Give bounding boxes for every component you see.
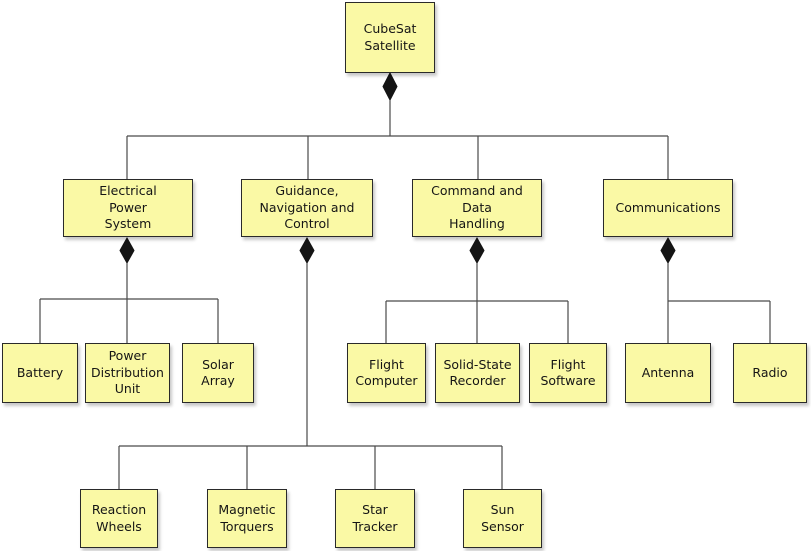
composition-link-gnc (118, 236, 503, 489)
composition-diamond (299, 236, 315, 265)
node-communications[interactable]: Communications (603, 179, 733, 237)
composition-diamond (469, 236, 485, 265)
composition-link-eps (39, 236, 219, 343)
node-battery[interactable]: Battery (2, 343, 78, 403)
composition-link-cubesat (126, 71, 669, 179)
node-reaction-wheels[interactable]: Reaction Wheels (80, 489, 158, 548)
node-command-data-handling[interactable]: Command and Data Handling (412, 179, 542, 237)
node-flight-computer[interactable]: Flight Computer (347, 343, 426, 403)
node-radio[interactable]: Radio (733, 343, 807, 403)
node-magnetic-torquers[interactable]: Magnetic Torquers (207, 489, 287, 548)
node-guidance-navigation-control[interactable]: Guidance, Navigation and Control (241, 179, 373, 237)
node-electrical-power-system[interactable]: Electrical Power System (63, 179, 193, 237)
node-star-tracker[interactable]: Star Tracker (335, 489, 415, 548)
node-solid-state-recorder[interactable]: Solid-State Recorder (435, 343, 520, 403)
node-sun-sensor[interactable]: Sun Sensor (463, 489, 542, 548)
composition-diamond (660, 236, 676, 265)
node-cubesat-satellite[interactable]: CubeSat Satellite (345, 2, 435, 73)
node-antenna[interactable]: Antenna (625, 343, 711, 403)
node-flight-software[interactable]: Flight Software (529, 343, 607, 403)
composition-diamond (119, 236, 135, 265)
node-solar-array[interactable]: Solar Array (182, 343, 254, 403)
composition-link-cdh (385, 236, 569, 343)
composition-diamond (382, 71, 398, 102)
node-power-distribution-unit[interactable]: Power Distribution Unit (85, 343, 170, 403)
composition-link-comms (660, 236, 771, 343)
